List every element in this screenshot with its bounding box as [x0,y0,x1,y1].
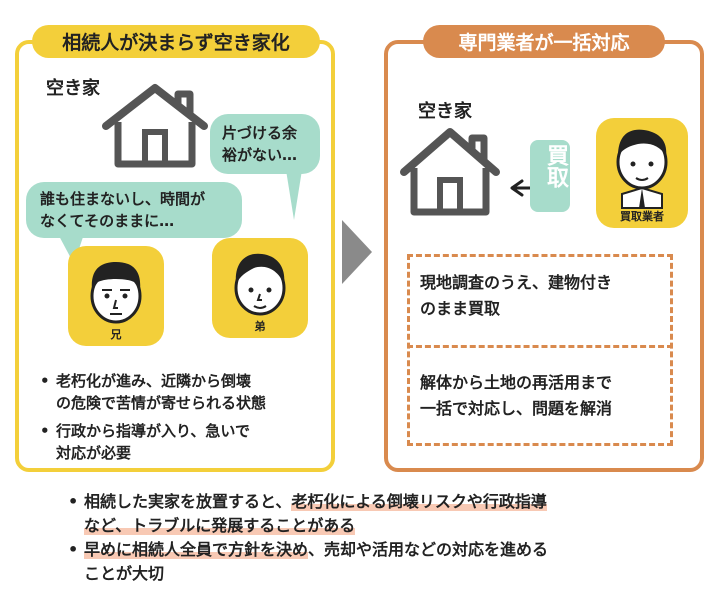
left-bullet-1-line1: 老朽化が進み、近隣から倒壊 [56,372,252,390]
speech-bubble-younger: 片づける余 裕がない… [210,114,320,174]
avatar-younger-brother: 弟 [212,238,308,338]
right-house-icon [400,128,500,216]
left-bullet-2-line1: 行政から指導が入り、急いで [56,422,250,440]
buyer-label: 買取業者 [620,210,664,223]
right-info-box-2-line2: 一括で対応し、問題を解消 [420,399,613,418]
right-info-box [407,254,673,446]
buyer-face-icon [616,129,668,209]
left-panel-title: 相続人が決まらず空き家化 [32,25,320,58]
summary-bullet-2-plain-2: ことが大切 [84,564,165,583]
right-info-box-2: 解体から土地の再活用まで 一括で対応し、問題を解消 [420,370,612,422]
right-info-box-1-line2: のまま買取 [420,299,501,318]
right-panel-title: 専門業者が一括対応 [423,25,665,58]
speech-bubble-younger-tail [286,170,302,220]
younger-brother-face-icon [234,253,286,316]
summary-bullet-item: 早めに相続人全員で方針を決め、売却や活用などの対応を進める ことが大切 [68,538,548,586]
left-house-icon [102,84,208,168]
left-bullet-2-line2: 対応が必要 [56,444,132,462]
left-house-label: 空き家 [46,78,100,99]
summary-bullet-2-plain: 、売却や活用などの対応を進める [308,540,549,559]
summary-bullet-item: 相続した実家を放置すると、老朽化による倒壊リスクや行政指導 など、トラブルに発展… [68,490,548,538]
speech-bubble-older-tail [58,234,84,264]
older-brother-face-icon [90,262,142,324]
summary-bullet-1-highlight: 老朽化による倒壊リスクや行政指導 [291,492,547,511]
avatar-older-brother: 兄 [68,246,164,346]
summary-bullet-1-plain: 相続した実家を放置すると、 [84,492,292,511]
left-bullet-item: 老朽化が進み、近隣から倒壊 の危険で苦情が寄せられる状態 [40,370,266,414]
left-bullet-list: 老朽化が進み、近隣から倒壊 の危険で苦情が寄せられる状態 行政から指導が入り、急… [40,370,266,464]
summary-bullet-list: 相続した実家を放置すると、老朽化による倒壊リスクや行政指導 など、トラブルに発展… [68,490,548,586]
speech-bubble-older: 誰も住まないし、時間が なくてそのままに… [26,182,242,238]
right-info-divider [407,345,673,348]
right-house-label: 空き家 [418,101,472,122]
left-bullet-item: 行政から指導が入り、急いで 対応が必要 [40,420,266,464]
left-bullet-1-line2: の危険で苦情が寄せられる状態 [56,394,267,412]
right-info-box-1-line1: 現地調査のうえ、建物付き [420,273,613,292]
speech-bubble-younger-line1: 片づける余 [222,124,298,142]
summary-bullet-1-highlight-2: など、トラブルに発展することがある [84,516,356,535]
right-info-box-2-line1: 解体から土地の再活用まで [420,373,613,392]
buy-tag-text: 買取 [543,144,568,188]
transition-arrow-icon [342,220,372,284]
avatar-buyer: 買取業者 [596,118,688,228]
speech-bubble-older-line1: 誰も住まないし、時間が [40,190,206,208]
older-brother-label: 兄 [110,328,122,341]
speech-bubble-younger-line2: 裕がない… [222,146,298,164]
younger-brother-label: 弟 [254,320,266,333]
buy-tag: 買取 [530,140,570,212]
right-info-box-1: 現地調査のうえ、建物付き のまま買取 [420,270,612,322]
summary-bullet-2-highlight: 早めに相続人全員で方針を決め [84,540,309,559]
speech-bubble-older-line2: なくてそのままに… [40,212,175,230]
